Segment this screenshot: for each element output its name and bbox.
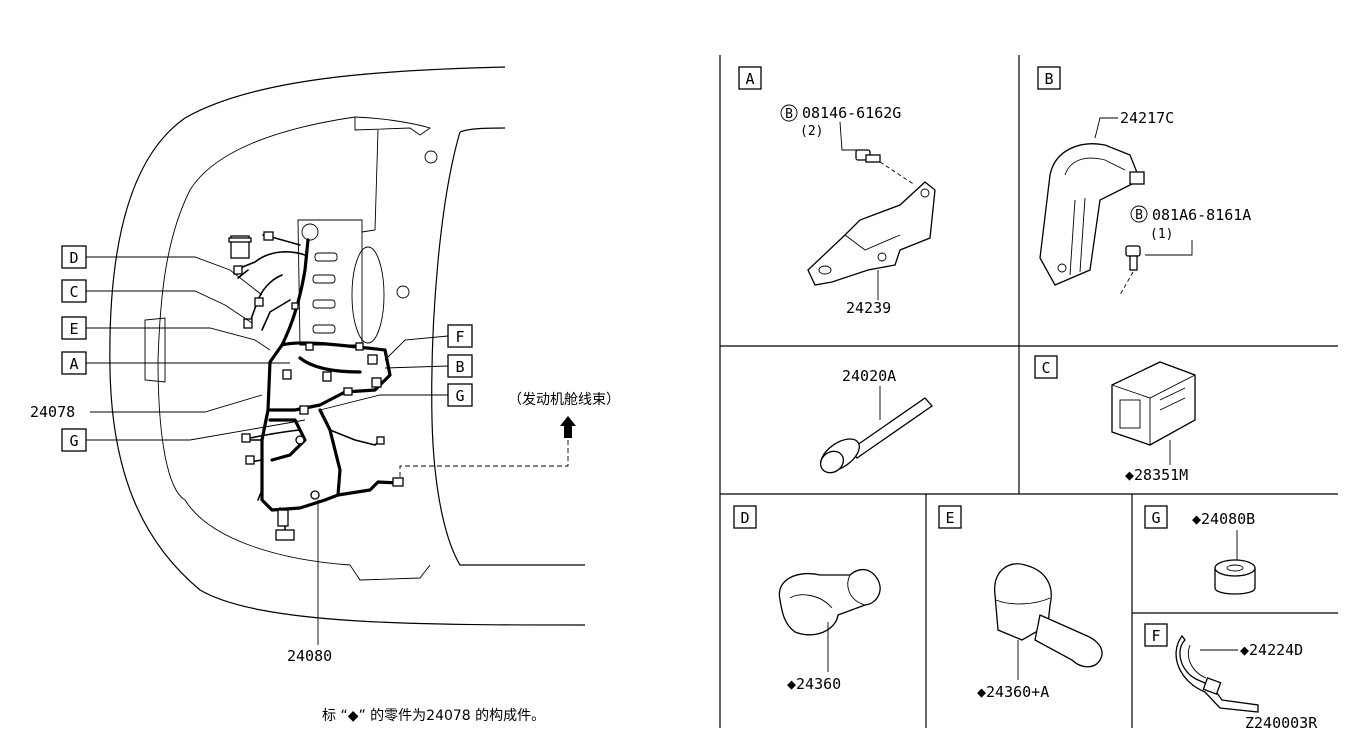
svg-text:G: G [69,432,78,450]
svg-text:24078: 24078 [30,403,75,421]
panel-E: E ◆24360+A [938,505,1103,701]
part-24078-label: 24078 [30,394,263,421]
bolt-icon [1125,245,1141,271]
svg-text:A: A [745,70,754,88]
svg-text:(1): (1) [1150,227,1173,242]
part-24080-label: 24080 [287,500,332,665]
callout-A: A [61,351,290,375]
svg-text:D: D [69,249,78,267]
svg-text:24217C: 24217C [1120,109,1174,127]
panel-F: F ◆24224D [1144,623,1303,713]
panel-24020a: 24020A [819,367,933,474]
bolt-icon [855,149,881,163]
svg-text:E: E [69,320,78,338]
svg-text:G: G [455,387,464,405]
grommet-24080b [1214,559,1256,595]
svg-text:B: B [785,107,793,122]
svg-text:G: G [1151,509,1160,527]
svg-text:(2): (2) [800,124,823,139]
svg-text:08146-6162G: 08146-6162G [802,104,901,122]
svg-text:B: B [1135,208,1143,223]
panel-C: C ◆28351M [1034,355,1196,484]
footnote: 标 “◆” 的零件为24078 的构成件。 [322,708,545,724]
engine-harness-note: （发动机舱线束） [399,392,620,480]
boot-24360-a [994,563,1103,668]
panel-D: D ◆24360 [733,505,881,693]
clip-24217c [1039,143,1145,286]
svg-text:24080: 24080 [287,647,332,665]
svg-text:◆24360+A: ◆24360+A [977,683,1049,701]
svg-text:C: C [1041,359,1050,377]
cable-tie-24224d [1175,634,1259,713]
svg-text:◆28351M: ◆28351M [1125,466,1188,484]
svg-text:B: B [455,358,464,376]
ignition-coils [312,252,338,334]
svg-text:A: A [69,355,78,373]
svg-text:C: C [69,283,78,301]
svg-text:24020A: 24020A [842,367,896,385]
svg-text:D: D [740,509,749,527]
callout-G-right: G [319,383,473,411]
callout-B: B [384,354,473,378]
diagram-code: Z240003R [1245,714,1318,732]
svg-text:◆24080B: ◆24080B [1192,510,1255,528]
panel-B: B 24217C B 081A6-8161A (1) [1037,66,1251,296]
svg-text:◆24360: ◆24360 [787,675,841,693]
harness-connectors [228,231,404,541]
panel-A: A B 08146-6162G (2) 24239 [738,66,936,317]
svg-text:F: F [455,328,464,346]
detail-grid [719,55,1338,728]
svg-text:081A6-8161A: 081A6-8161A [1152,206,1251,224]
panel-G: G ◆24080B [1144,505,1256,595]
callout-D: D [61,245,263,296]
callout-E: E [61,316,271,351]
svg-text:E: E [945,509,954,527]
boot-24360 [778,568,881,636]
svg-text:◆24224D: ◆24224D [1240,641,1303,659]
callout-C: C [61,279,253,324]
engine-bay-view: D C E A F B G [30,66,620,724]
up-arrow-icon [560,416,576,438]
connector-28351m [1111,361,1196,446]
svg-text:F: F [1151,627,1160,645]
bracket-24239 [807,181,936,286]
svg-text:B: B [1044,70,1053,88]
svg-text:24239: 24239 [846,299,891,317]
svg-text:（发动机舱线束）: （发动机舱线束） [508,392,620,408]
callout-G-left: G [61,419,306,452]
stud-bolt [819,397,933,474]
callout-F: F [384,324,473,361]
